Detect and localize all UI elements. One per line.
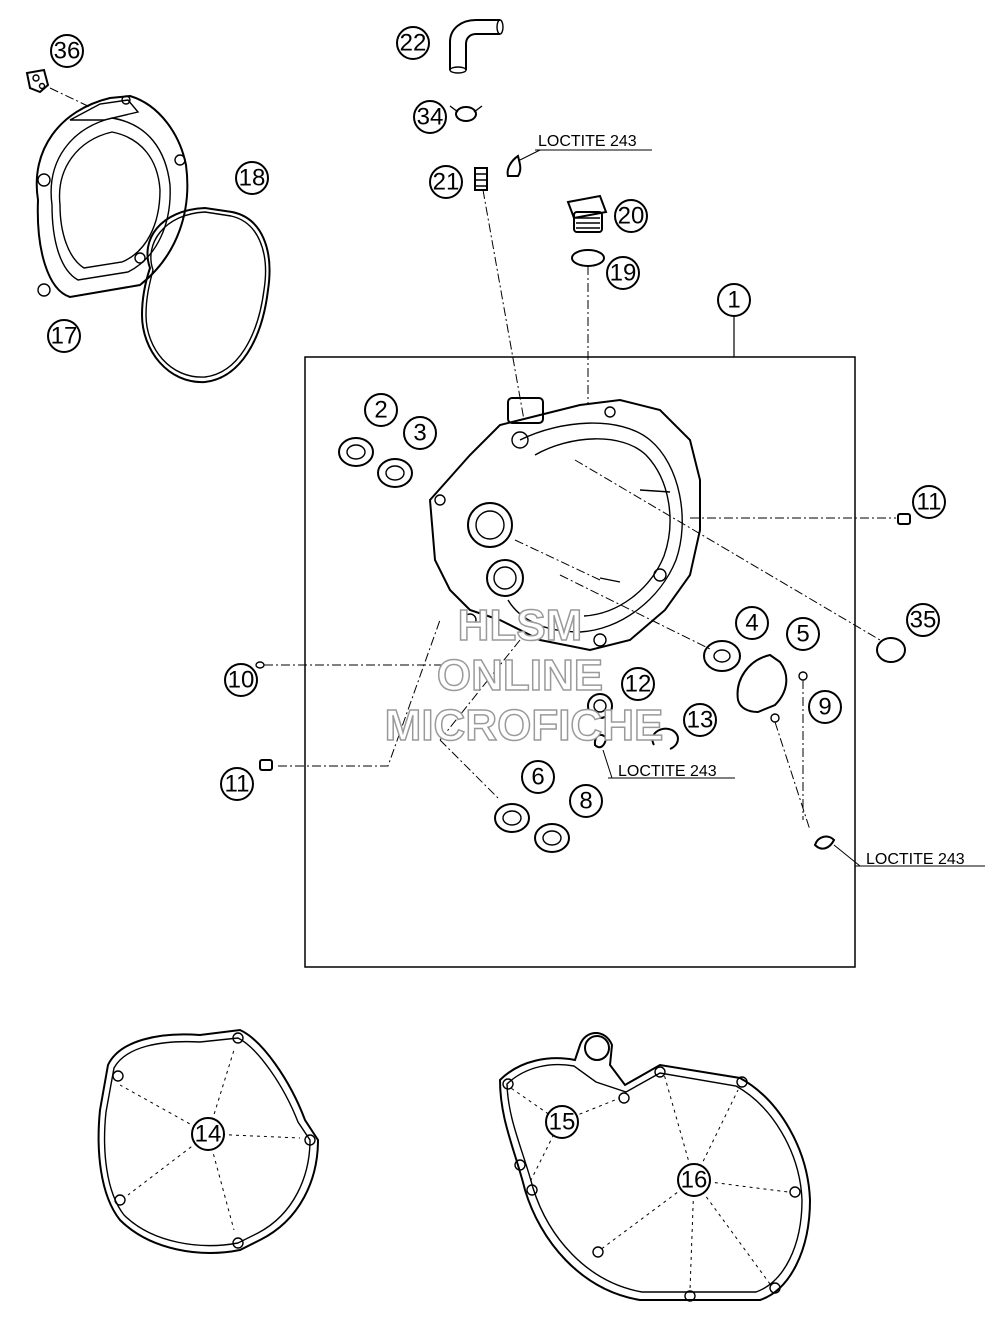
svg-text:17: 17 <box>51 323 78 350</box>
part-35-oring <box>876 637 906 663</box>
part-11a-dowel <box>897 513 911 525</box>
loctite-drop-mid <box>593 733 608 749</box>
svg-text:16: 16 <box>681 1167 708 1194</box>
part-15-16-dotted-leaders <box>507 1073 789 1291</box>
part-2-3-leader <box>514 539 601 581</box>
callout-18: 18 <box>235 161 269 195</box>
part-21-nipple <box>474 167 488 191</box>
svg-text:4: 4 <box>745 610 758 637</box>
svg-text:2: 2 <box>374 397 387 424</box>
watermark-line-1: HLSM <box>458 601 583 650</box>
part-3-seal <box>377 458 413 488</box>
svg-text:9: 9 <box>818 694 831 721</box>
svg-text:12: 12 <box>625 671 652 698</box>
svg-text:22: 22 <box>400 30 427 57</box>
svg-text:15: 15 <box>549 1109 576 1136</box>
svg-text:1: 1 <box>727 287 740 314</box>
part-16-gasket <box>498 1032 812 1302</box>
svg-text:11: 11 <box>225 771 250 798</box>
part-10-oring <box>255 661 265 669</box>
part-34-clamp <box>449 105 483 122</box>
part-20-filler-plug <box>566 194 608 233</box>
part-2-seal <box>338 437 374 467</box>
svg-text:19: 19 <box>610 260 637 287</box>
callout-9: 9 <box>808 690 842 724</box>
part-18-gasket-ring <box>140 206 271 384</box>
part-11b-leader <box>278 619 441 767</box>
callout-16: 16 <box>677 1163 711 1197</box>
part-21-leader <box>482 189 525 421</box>
part-5-plate <box>736 653 788 714</box>
svg-text:8: 8 <box>579 788 592 815</box>
watermark-line-2: ONLINE <box>437 651 603 700</box>
svg-text:5: 5 <box>796 621 809 648</box>
svg-text:18: 18 <box>239 165 266 192</box>
svg-text:36: 36 <box>54 38 81 65</box>
callout-11-right: 11 <box>912 485 946 519</box>
callout-20: 20 <box>614 199 648 233</box>
part-36-bracket <box>25 68 50 94</box>
loctite-note-top: LOCTITE 243 <box>538 133 637 150</box>
callout-21: 21 <box>429 165 463 199</box>
svg-text:13: 13 <box>687 707 714 734</box>
loctite-drop-right <box>813 835 836 850</box>
part-6-leader-b <box>439 639 521 741</box>
callout-12: 12 <box>621 667 655 701</box>
svg-text:14: 14 <box>195 1121 222 1148</box>
callout-6: 6 <box>521 760 555 794</box>
svg-text:34: 34 <box>417 104 444 131</box>
part-12-bushing <box>587 693 613 719</box>
loctite-note-mid: LOCTITE 243 <box>618 763 717 780</box>
svg-text:10: 10 <box>228 667 255 694</box>
part-6-seal <box>494 803 530 833</box>
part-13-circlip <box>651 727 679 750</box>
assembly-frame <box>304 356 856 968</box>
callout-34: 34 <box>413 100 447 134</box>
part-22-hose <box>449 19 504 74</box>
part-36-leader <box>49 87 93 109</box>
callout-35: 35 <box>906 603 940 637</box>
loctite-note-right: LOCTITE 243 <box>866 851 965 868</box>
svg-text:11: 11 <box>917 489 942 516</box>
callout-2: 2 <box>364 393 398 427</box>
part-4-bearing <box>703 640 741 672</box>
svg-text:3: 3 <box>413 420 426 447</box>
loctite-top-line <box>519 149 541 161</box>
callout-4: 4 <box>735 606 769 640</box>
watermark-line-3: MICROFICHE <box>385 701 664 750</box>
loctite-drop-top <box>506 154 522 177</box>
part-17-outer-cover <box>35 94 189 299</box>
part-11b-dowel <box>259 759 273 771</box>
callout-22: 22 <box>396 26 430 60</box>
callout-13: 13 <box>683 703 717 737</box>
callout-14: 14 <box>191 1117 225 1151</box>
svg-text:6: 6 <box>531 764 544 791</box>
part-6-leader <box>439 739 501 801</box>
watermark: HLSM ONLINE MICROFICHE <box>384 600 664 751</box>
callout-15: 15 <box>545 1105 579 1139</box>
callout-3: 3 <box>403 416 437 450</box>
svg-text:20: 20 <box>618 203 645 230</box>
part-1-clutch-cover <box>428 397 701 652</box>
callout-1: 1 <box>717 283 751 317</box>
part-8-seal <box>534 823 570 853</box>
callout-36: 36 <box>50 34 84 68</box>
part-35-leader <box>574 459 881 641</box>
callout-17: 17 <box>47 319 81 353</box>
callout-5: 5 <box>786 617 820 651</box>
part-4-leader <box>559 574 713 651</box>
part-9-screws <box>770 671 811 831</box>
callout-10: 10 <box>224 663 258 697</box>
svg-text:21: 21 <box>433 169 460 196</box>
callout-8: 8 <box>569 784 603 818</box>
callout-19: 19 <box>606 256 640 290</box>
callout-11-left: 11 <box>220 767 254 801</box>
svg-text:35: 35 <box>910 607 937 634</box>
part-14-gasket <box>97 1028 320 1254</box>
part-19-oring <box>571 249 605 267</box>
